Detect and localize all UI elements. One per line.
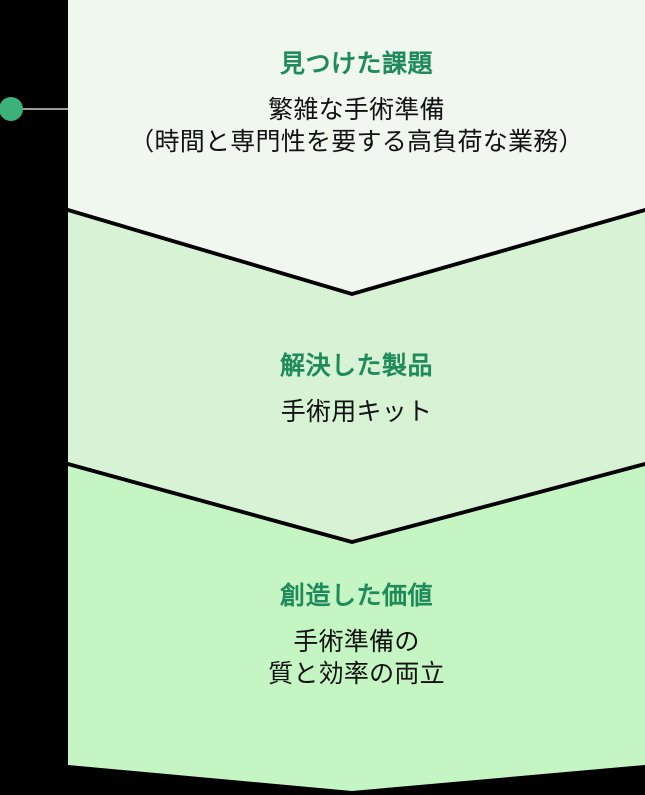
step-1-heading: 見つけた課題	[279, 49, 433, 78]
step-2-body-line-1: 手術用キット	[280, 397, 433, 426]
funnel-step-3-text: 創造した価値 手術準備の 質と効率の両立	[68, 580, 645, 690]
step-1-body: 繁雑な手術準備 （時間と専門性を要する高負荷な業務）	[68, 94, 645, 158]
step-3-body-line-2: 質と効率の両立	[268, 659, 445, 688]
step-3-heading: 創造した価値	[279, 581, 433, 610]
funnel-step-1-shape[interactable]	[68, 0, 645, 292]
funnel-step-2-text: 解決した製品 手術用キット	[68, 350, 645, 428]
step-1-body-line-2: （時間と専門性を要する高負荷な業務）	[129, 127, 584, 156]
step-3-body-line-1: 手術準備の	[293, 627, 420, 656]
funnel-step-1-text: 見つけた課題 繁雑な手術準備 （時間と専門性を要する高負荷な業務）	[68, 48, 645, 158]
step-2-body: 手術用キット	[68, 396, 645, 428]
step-2-heading: 解決した製品	[279, 351, 433, 380]
step-1-body-line-1: 繁雑な手術準備	[268, 95, 445, 124]
funnel-step-3-shape[interactable]	[68, 466, 645, 791]
funnel-step-2-shape[interactable]	[68, 212, 645, 540]
step-3-body: 手術準備の 質と効率の両立	[68, 626, 645, 690]
